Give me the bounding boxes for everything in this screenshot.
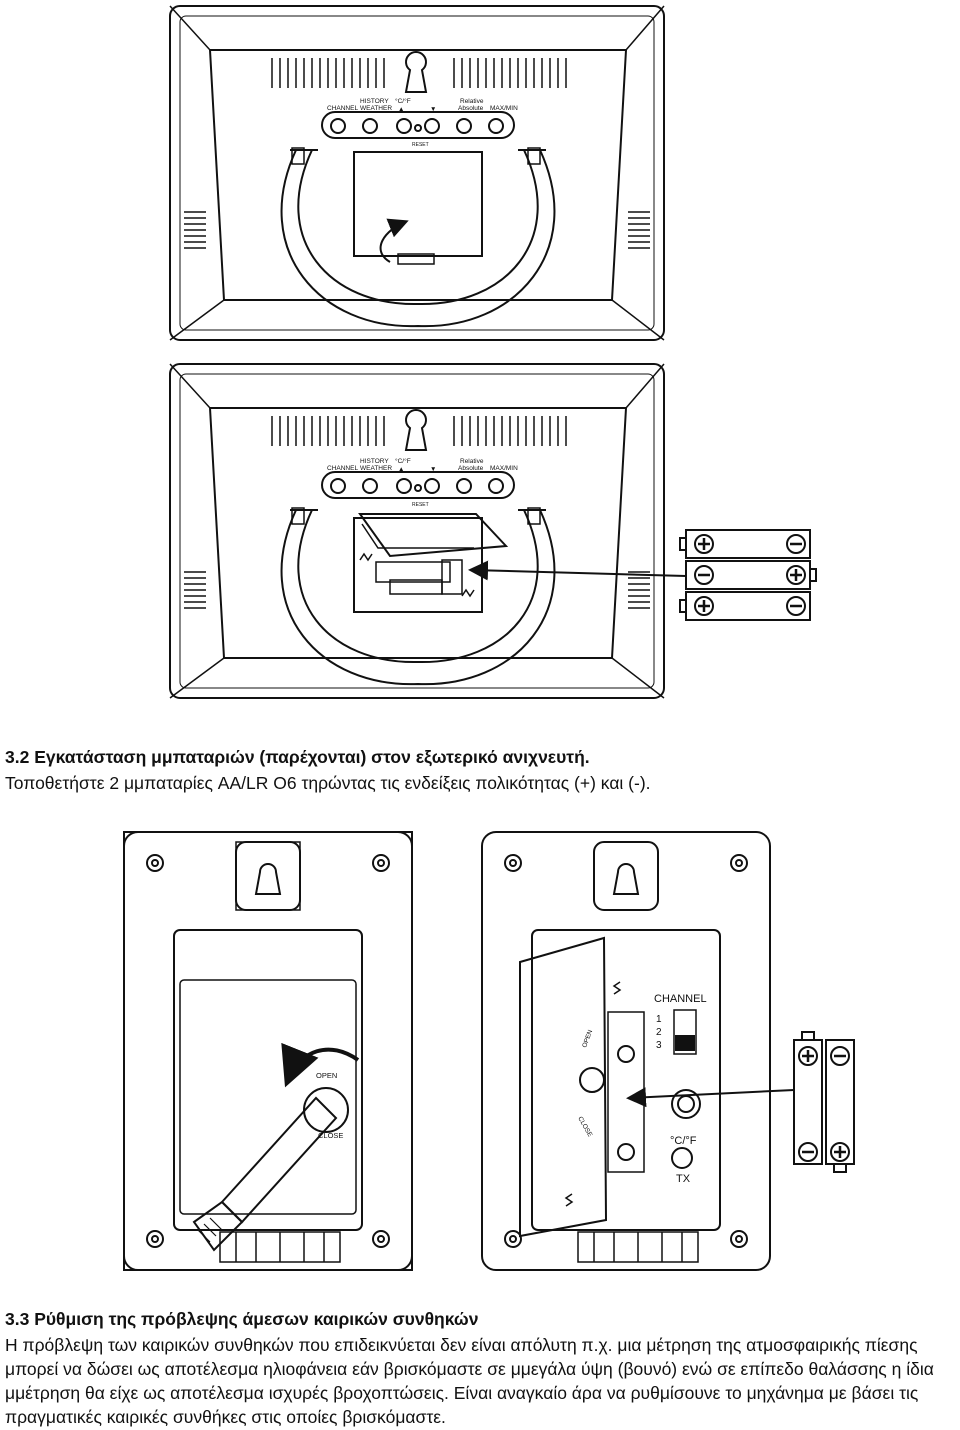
section-3-3-line-4: πραγματικές καιρικές συνθήκες στις οποίε…: [5, 1407, 446, 1427]
svg-text:OPEN: OPEN: [316, 1071, 337, 1080]
svg-text:1: 1: [656, 1014, 662, 1025]
rotate-arrow-icon: [379, 218, 409, 263]
svg-text:TX: TX: [676, 1173, 691, 1185]
section-3-2-body: Τοποθετήστε 2 μμπαταρίες AA/LR O6 τηρώντ…: [5, 773, 651, 793]
svg-text:MAX/MIN: MAX/MIN: [490, 105, 518, 112]
svg-text:CLOSE: CLOSE: [318, 1131, 343, 1140]
svg-text:HISTORY: HISTORY: [360, 458, 389, 465]
svg-text:Absolute: Absolute: [458, 465, 484, 472]
svg-text:CHANNEL: CHANNEL: [327, 465, 358, 472]
svg-text:▲: ▲: [398, 466, 404, 473]
sensor-open-figure: [481, 831, 771, 1271]
svg-text:CHANNEL: CHANNEL: [327, 105, 358, 112]
svg-text:RESET: RESET: [412, 502, 429, 508]
svg-text:OPEN: OPEN: [581, 1029, 594, 1049]
svg-text:▲: ▲: [398, 106, 404, 113]
svg-text:CHANNEL: CHANNEL: [654, 993, 707, 1005]
svg-text:2: 2: [656, 1027, 662, 1038]
base-station-open-button-labels: CHANNEL HISTORY WEATHER °C/°F ▲ ▼ Relati…: [327, 457, 518, 508]
section-3-3-line-2: μπορεί να δώσει ως αποτέλεσμα ηλιοφάνεια…: [5, 1359, 934, 1379]
sensor-insert-arrow-icon: [626, 1087, 795, 1108]
svg-text:°C/°F: °C/°F: [395, 457, 411, 465]
base-station-closed-figure: [169, 5, 665, 341]
svg-text:3: 3: [656, 1040, 662, 1051]
insert-arrow-icon: [468, 560, 687, 581]
batteries-three: [679, 529, 817, 621]
base-station-open-figure: [169, 363, 665, 699]
svg-text:Absolute: Absolute: [458, 105, 484, 112]
svg-text:▼: ▼: [430, 106, 436, 113]
base-station-closed-button-labels: CHANNEL HISTORY WEATHER °C/°F ▲ ▼ Relati…: [327, 97, 518, 148]
section-3-3-heading: 3.3 Ρύθμιση της πρόβλεψης άμεσων καιρικώ…: [5, 1309, 479, 1329]
svg-text:°C/°F: °C/°F: [670, 1135, 697, 1147]
open-rotation-arrow-icon: [281, 1042, 360, 1088]
sensor-open-labels: CHANNEL 1 2 3 °C/°F TX OPEN CLOSE: [576, 993, 706, 1185]
svg-text:RESET: RESET: [412, 142, 429, 148]
section-3-3-line-1: Η πρόβλεψη των καιρικών συνθηκών που επι…: [5, 1335, 918, 1355]
svg-text:WEATHER: WEATHER: [360, 105, 392, 112]
svg-text:CLOSE: CLOSE: [576, 1116, 593, 1139]
sensor-closed-labels: OPEN CLOSE: [316, 1071, 343, 1140]
svg-text:MAX/MIN: MAX/MIN: [490, 465, 518, 472]
section-3-3-line-3: μμέτρηση θα είχε ως αποτέλεσμα ισχυρές β…: [5, 1383, 919, 1403]
svg-text:Relative: Relative: [460, 98, 484, 105]
svg-text:WEATHER: WEATHER: [360, 465, 392, 472]
batteries-two: [793, 1031, 855, 1173]
svg-text:▼: ▼: [430, 466, 436, 473]
svg-text:°C/°F: °C/°F: [395, 97, 411, 105]
sensor-closed-figure: [123, 831, 413, 1271]
svg-text:HISTORY: HISTORY: [360, 98, 389, 105]
svg-text:Relative: Relative: [460, 458, 484, 465]
section-3-2-heading: 3.2 Εγκατάσταση μμπαταριών (παρέχονται) …: [5, 747, 590, 767]
